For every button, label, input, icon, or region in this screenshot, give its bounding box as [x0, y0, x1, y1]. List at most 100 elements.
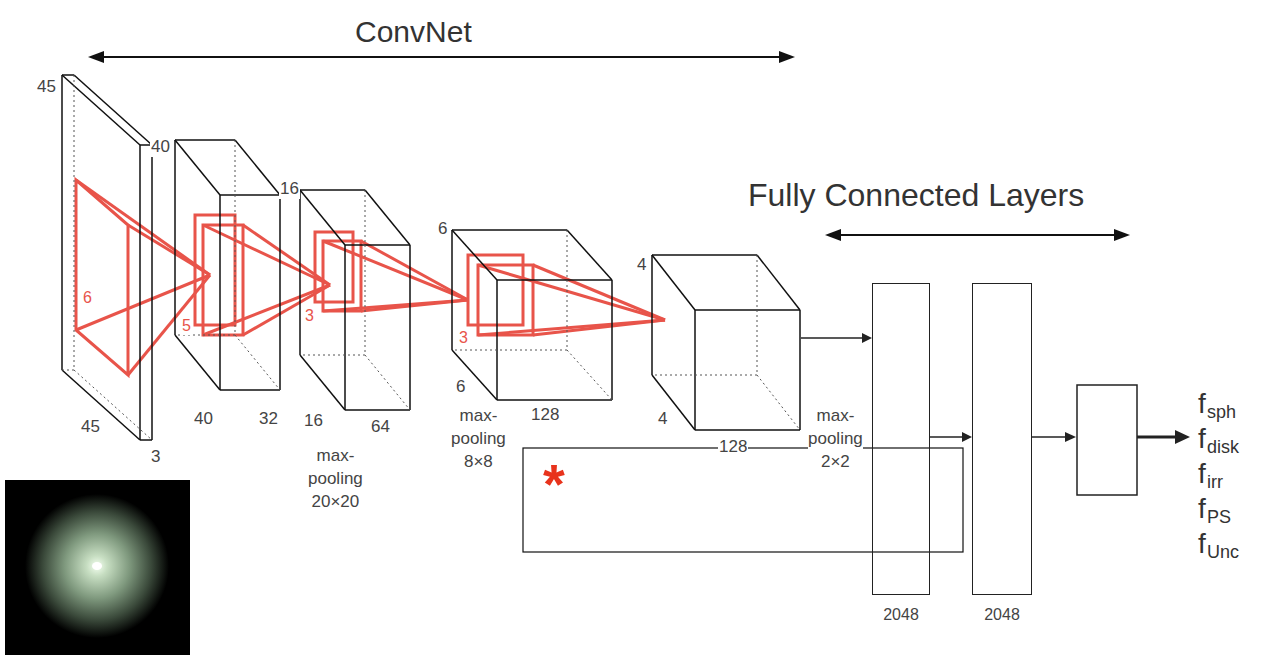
block-edge — [279, 195, 281, 390]
kernel-ray — [76, 180, 210, 275]
span-line — [837, 234, 1118, 236]
dimension-label: 32 — [258, 410, 279, 429]
block-edge — [567, 230, 612, 280]
block-edge — [300, 355, 345, 410]
kernel-window — [76, 180, 128, 375]
block-edge — [497, 279, 612, 281]
hidden-edge — [757, 375, 800, 430]
flow-line — [1137, 436, 1176, 439]
kernel-window — [478, 265, 533, 335]
galaxy-core — [92, 562, 102, 570]
hidden-edge — [757, 255, 758, 375]
block-edge — [220, 389, 280, 391]
kernel-ray — [243, 225, 330, 285]
block-edge — [695, 309, 800, 311]
block-edge — [452, 230, 497, 280]
feature-map-block: 44128 — [632, 248, 801, 460]
hidden-edge — [74, 75, 75, 370]
block-edge — [652, 254, 757, 256]
block-edge — [651, 255, 653, 375]
image-ground — [5, 480, 190, 655]
block-edge — [652, 255, 695, 310]
hidden-edge — [365, 355, 410, 410]
feature-map-block: 40 40 32 — [146, 130, 290, 440]
block-edge — [365, 190, 410, 245]
flow-line — [1032, 436, 1066, 438]
block-edge — [451, 230, 453, 350]
output-subscript: disk — [1207, 438, 1239, 456]
asterisk-mark: * — [543, 456, 565, 512]
output-symbol: f — [1198, 390, 1206, 418]
section-title: Fully Connected Layers — [748, 176, 1084, 214]
block-edge — [175, 335, 220, 390]
hidden-edge — [567, 230, 568, 350]
block-outline — [274, 176, 420, 440]
pooling-note: max- pooling 8×8 — [451, 405, 506, 474]
hidden-edge — [235, 140, 236, 335]
block-edge — [497, 399, 612, 401]
arrow-head — [962, 432, 972, 442]
dense-layer-bar: 2048 — [972, 283, 1032, 595]
feature-map-block: 45453 — [28, 70, 168, 470]
arrow-head — [1065, 432, 1076, 442]
block-edge — [652, 375, 695, 430]
galaxy-glow — [25, 494, 169, 638]
block-edge — [345, 409, 410, 411]
kernel-ray — [203, 285, 330, 335]
flow-arrows — [1032, 430, 1190, 444]
output-layer-box — [1077, 385, 1137, 495]
block-edge — [62, 74, 74, 76]
annotation-frame — [523, 448, 963, 552]
output-subscript: Unc — [1207, 543, 1239, 561]
dimension-label: 4 — [636, 256, 647, 275]
block-outline — [28, 70, 168, 470]
kernel-pyramids — [76, 180, 665, 375]
block-edge — [74, 75, 152, 145]
block-edge — [61, 75, 63, 370]
block-edge — [345, 244, 410, 246]
dimension-label: 128 — [530, 406, 560, 425]
feature-map-block: 66128 — [432, 216, 622, 430]
kernel-ray — [243, 285, 330, 335]
block-edge — [299, 190, 301, 355]
block-edge — [409, 245, 411, 410]
block-edge — [799, 310, 801, 430]
block-edge — [452, 229, 567, 231]
output-subscript: sph — [1207, 403, 1236, 421]
section-title: ConvNet — [355, 14, 472, 50]
dimension-label: 40 — [193, 410, 214, 429]
arrow-head — [1175, 430, 1190, 444]
output-symbol: f — [1198, 530, 1206, 558]
dimension-label: 40 — [150, 138, 171, 157]
block-edge — [175, 139, 235, 141]
block-edge — [496, 280, 498, 400]
block-edge — [62, 370, 140, 440]
connector — [930, 432, 972, 442]
layer-size: 2048 — [883, 606, 919, 624]
dimension-label: 3 — [150, 448, 161, 467]
dimension-label: 4 — [657, 410, 668, 429]
output-symbol: f — [1198, 460, 1206, 488]
block-edge — [695, 429, 800, 431]
block-edge — [235, 140, 280, 195]
output-subscript: PS — [1207, 508, 1231, 526]
feature-map-block: 161664 — [274, 176, 420, 440]
arrow-head — [862, 333, 872, 343]
block-edge — [174, 140, 176, 335]
arrow-head — [825, 229, 841, 241]
hidden-edge — [567, 350, 612, 400]
block-edge — [452, 350, 497, 400]
dimension-label: 64 — [370, 418, 391, 437]
pooling-note: max- pooling 2×2 — [808, 405, 863, 474]
block-edge — [139, 145, 141, 440]
connector — [801, 333, 872, 343]
kernel-size: 6 — [82, 288, 93, 307]
kernel-ray — [478, 320, 665, 335]
kernel-size: 5 — [181, 316, 192, 335]
block-outline — [146, 130, 290, 440]
block-edge — [140, 439, 152, 441]
dimension-label: 6 — [437, 220, 448, 239]
block-edge — [694, 310, 696, 430]
hidden-edge — [74, 370, 152, 440]
